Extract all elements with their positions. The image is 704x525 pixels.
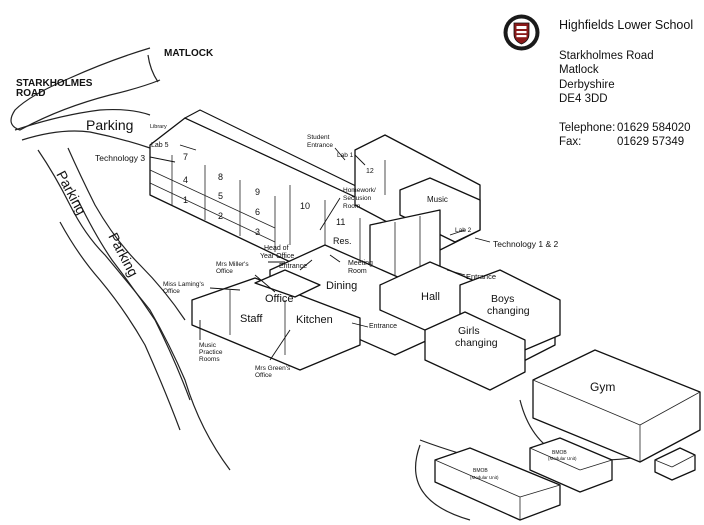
address-line-2: Matlock bbox=[559, 64, 599, 76]
label-meeting-1: Meeting bbox=[348, 260, 373, 267]
label-head-of-year-1: Head of bbox=[264, 245, 289, 252]
address-line-3: Derbyshire bbox=[559, 78, 615, 91]
fax-label: Fax: bbox=[559, 136, 582, 148]
label-boys-1: Boys bbox=[491, 293, 514, 305]
label-girls-1: Girls bbox=[458, 325, 480, 337]
road-outlines bbox=[10, 47, 651, 521]
gym-building bbox=[532, 349, 701, 463]
label-lab1: Lab 1 bbox=[337, 152, 354, 159]
road-label-starkholmes: STARKHOLMES bbox=[16, 78, 93, 89]
parking-label-1: Parking bbox=[86, 117, 133, 133]
school-name: Highfields Lower School bbox=[559, 18, 694, 32]
label-dining: Dining bbox=[326, 280, 357, 292]
modular-unit-2 bbox=[434, 447, 561, 521]
label-gym: Gym bbox=[590, 380, 615, 394]
dining-hall-block bbox=[269, 244, 561, 391]
label-bmob-1-sub: (Modular Unit) bbox=[548, 456, 577, 461]
school-address-block: Highfields Lower School Starkholmes Road… bbox=[559, 18, 693, 150]
label-entrance-b: Entrance bbox=[466, 272, 496, 281]
label-music-practice-3: Rooms bbox=[199, 356, 220, 363]
label-miller-2: Office bbox=[216, 268, 233, 275]
label-room-9: 9 bbox=[255, 187, 260, 197]
label-room-8: 8 bbox=[218, 172, 223, 182]
road-label-road: ROAD bbox=[16, 88, 45, 99]
label-technology12: Technology 1 & 2 bbox=[493, 239, 558, 249]
label-technology3: Technology 3 bbox=[95, 153, 145, 163]
label-miller-1: Mrs Miller's bbox=[216, 261, 249, 268]
pointer-arrows bbox=[149, 144, 491, 361]
label-room-11: 11 bbox=[336, 217, 345, 227]
label-room-3: 3 bbox=[255, 227, 260, 237]
label-music-practice-1: Music bbox=[199, 342, 217, 349]
parking-label-2: Parking bbox=[53, 168, 89, 217]
fax-number: 01629 57349 bbox=[617, 136, 685, 148]
modular-unit-1 bbox=[529, 437, 613, 493]
road-label-matlock: MATLOCK bbox=[164, 48, 214, 59]
label-girls-2: changing bbox=[455, 337, 498, 349]
label-lab2: Lab 2 bbox=[455, 227, 472, 234]
label-room-2: 2 bbox=[218, 211, 223, 221]
address-line-4: DE4 3DD bbox=[559, 93, 608, 105]
label-boys-2: changing bbox=[487, 305, 530, 317]
label-room-12: 12 bbox=[366, 168, 374, 175]
label-entrance-c: Entrance bbox=[369, 323, 397, 330]
contact-details: Telephone: 01629 584020 Fax: 01629 57349 bbox=[559, 121, 693, 150]
label-room-1: 1 bbox=[183, 195, 188, 205]
staff-kitchen-block bbox=[191, 269, 361, 371]
label-green-1: Mrs Green's bbox=[255, 365, 291, 372]
school-crest-logo bbox=[503, 14, 540, 51]
label-room-7: 7 bbox=[183, 152, 188, 162]
label-bmob-2-sub: (Modular Unit) bbox=[470, 475, 499, 480]
parking-label-3: Parking bbox=[105, 230, 141, 279]
map-labels: MATLOCK STARKHOLMES ROAD Parking Parking… bbox=[16, 48, 615, 480]
label-head-of-year-2: Year Office bbox=[260, 253, 294, 260]
label-hall: Hall bbox=[421, 291, 440, 303]
telephone-label: Telephone: bbox=[559, 121, 616, 134]
label-music: Music bbox=[427, 195, 448, 204]
telephone-number: 01629 584020 bbox=[617, 121, 691, 134]
label-green-2: Office bbox=[255, 372, 272, 379]
label-room-5: 5 bbox=[218, 191, 223, 201]
label-bmob-1-title: BMOB bbox=[552, 450, 567, 456]
label-homework-2: Seclusion bbox=[343, 195, 372, 202]
label-homework-3: Room bbox=[343, 203, 360, 210]
label-laming-1: Miss Laming's bbox=[163, 281, 205, 288]
label-room-10: 10 bbox=[300, 201, 310, 211]
label-laming-2: Office bbox=[163, 288, 180, 295]
label-meeting-2: Room bbox=[348, 268, 367, 275]
label-homework-1: Homework/ bbox=[343, 187, 376, 194]
label-lab5: Lab 5 bbox=[151, 142, 169, 149]
label-room-6: 6 bbox=[255, 207, 260, 217]
label-entrance-a: Entrance bbox=[279, 263, 307, 270]
label-room-4: 4 bbox=[183, 175, 188, 185]
label-bmob-2-title: BMOB bbox=[473, 468, 488, 474]
label-library: Library bbox=[150, 124, 167, 130]
label-staff: Staff bbox=[240, 313, 263, 325]
label-res: Res. bbox=[333, 236, 352, 246]
label-student-entrance-2: Entrance bbox=[307, 142, 333, 149]
address-line-1: Starkholmes Road bbox=[559, 49, 654, 62]
label-office: Office bbox=[265, 293, 294, 305]
label-kitchen: Kitchen bbox=[296, 314, 333, 326]
label-student-entrance-1: Student bbox=[307, 134, 330, 141]
small-outbuilding bbox=[654, 447, 696, 481]
label-music-practice-2: Practice bbox=[199, 349, 223, 356]
